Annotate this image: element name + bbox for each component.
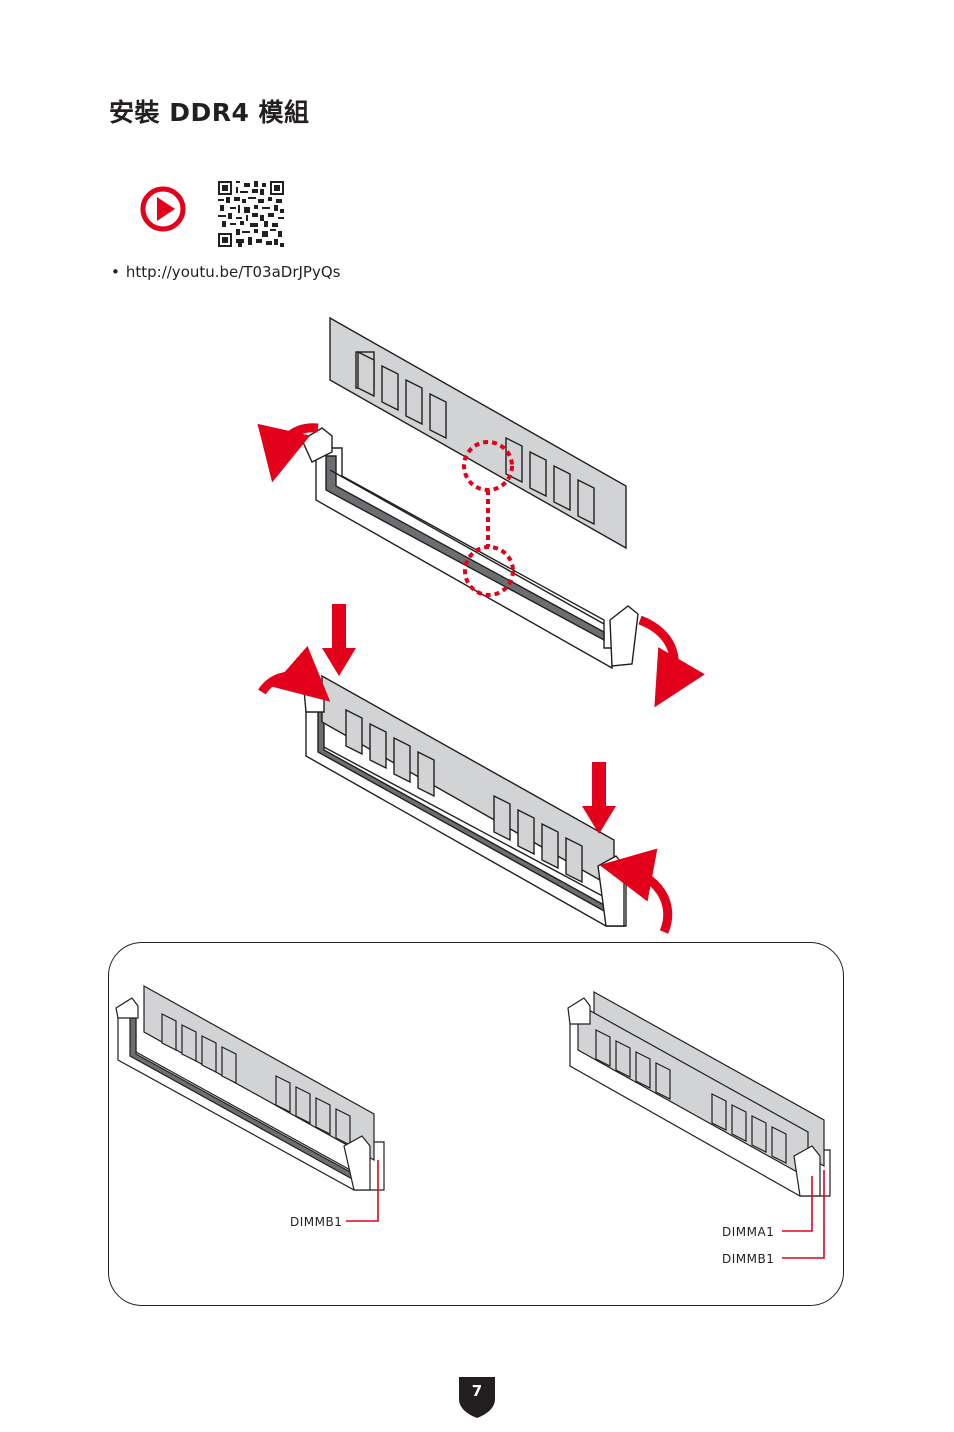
dimm-callout-lines [346,1160,825,1259]
step1-memory-module [329,316,627,550]
step2-close-arrows [258,645,673,934]
dual-dimm-illustration [567,990,831,1197]
bullet: • [111,263,120,281]
step1-dimm-slot [315,447,613,670]
label-dimmb1-dual: DIMMB1 [722,1252,775,1266]
page-number: 7 [471,1382,483,1400]
single-dimm-illustration [115,984,385,1191]
play-video-icon[interactable] [138,184,188,234]
slot-configuration-panel [108,942,844,1306]
step2-memory-module [321,674,615,890]
step1-open-arrows [257,423,705,708]
step2-press-arrows [322,604,616,834]
video-url[interactable]: http://youtu.be/T03aDrJPyQs [125,263,341,281]
label-dimma1: DIMMA1 [722,1225,775,1239]
notch-alignment-marker [462,440,515,597]
page-number-shield-icon [459,1377,495,1418]
label-dimmb1-single: DIMMB1 [290,1215,343,1229]
step1-right-latch [609,605,639,667]
qr-code-icon[interactable] [218,181,284,247]
video-url-link[interactable]: • http://youtu.be/T03aDrJPyQs [111,263,340,281]
page-title: 安裝 DDR4 模組 [109,98,310,127]
